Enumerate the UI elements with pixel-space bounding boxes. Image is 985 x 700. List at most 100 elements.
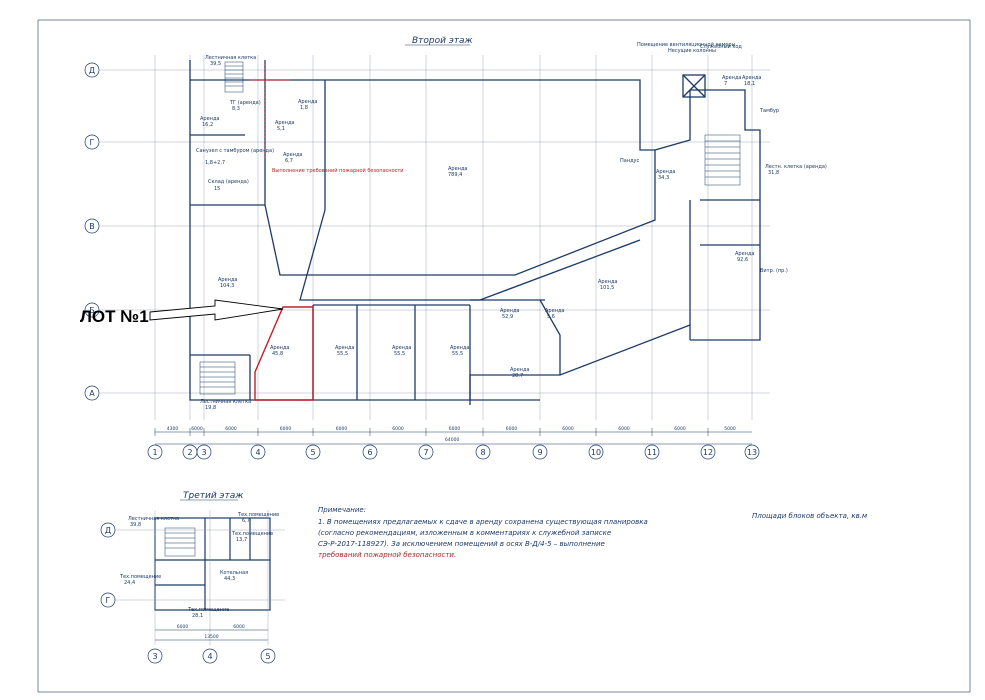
room-area: 19,8 — [205, 405, 216, 411]
svg-text:Тамбур: Тамбур — [759, 108, 779, 114]
room-label: Тех.помещение — [119, 574, 161, 580]
room-area: 5,6 — [547, 314, 555, 320]
axis-bubble-Г — [84, 134, 100, 150]
axis-label-5: 5 — [265, 652, 270, 661]
room-label: Лестничная клетка — [205, 55, 256, 61]
room-label: Аренда — [275, 120, 294, 126]
axis-bubble-4 — [202, 648, 218, 664]
room-area: 28,7 — [512, 373, 523, 379]
room-label: Лестничная клетка — [128, 516, 179, 522]
room-label: Аренда — [500, 308, 519, 314]
room-label: Аренда — [545, 308, 564, 314]
note-line-1: 1. В помещениях предлагаемых к сдаче в а… — [318, 518, 648, 526]
room-area: 44,3 — [224, 576, 235, 582]
room-label: Аренда — [218, 277, 237, 283]
note-heading: Примечание: — [318, 506, 366, 514]
axis-bubble-5 — [305, 444, 321, 460]
room-area: 6,7 — [285, 158, 293, 164]
third-floor-walls — [154, 517, 271, 611]
axis-bubble-Д — [84, 62, 100, 78]
axis-label-9: 9 — [537, 448, 542, 457]
axis-bubble-5 — [260, 648, 276, 664]
third-floor-staircase — [164, 527, 196, 557]
room-label: Котельная — [220, 570, 248, 576]
room-label: Лестн. клетка (аренда) — [765, 164, 827, 170]
third-floor-axis-markers-vertical: 3 4 5 — [147, 510, 276, 664]
lot-1-label[interactable]: ЛОТ №1 — [80, 307, 149, 326]
svg-text:Помещение вентиляционной камер: Помещение вентиляционной камеры — [637, 41, 736, 48]
axis-bubble-12 — [700, 444, 716, 460]
room-area: 7 — [724, 81, 727, 87]
axis-label-В: В — [89, 222, 95, 231]
dimension-value: 6000 — [177, 624, 189, 630]
room-area: 31,8 — [768, 170, 779, 176]
dimension-value: 6000 — [336, 426, 348, 432]
axis-label-8: 8 — [480, 448, 485, 457]
fire-safety-note: Выполнение требований пожарной безопасно… — [272, 167, 404, 174]
axis-bubble-Г — [100, 592, 116, 608]
axis-label-11: 11 — [647, 448, 657, 457]
axis-bubble-11 — [644, 444, 660, 460]
axis-bubble-1 — [147, 444, 163, 460]
room-label: Тех.помещение — [237, 512, 279, 518]
dimension-value: 6000 — [618, 426, 630, 432]
room-area: 1,8+2,7 — [205, 160, 225, 166]
second-floor-title: Второй этаж — [412, 36, 474, 46]
axis-label-1: 1 — [152, 448, 157, 457]
room-area: 5,1 — [277, 126, 285, 132]
room-area: 24,4 — [124, 580, 135, 586]
room-label: Аренда — [722, 75, 741, 81]
room-area: 52,9 — [502, 314, 513, 320]
axis-label-3: 3 — [152, 652, 157, 661]
room-area: 39,8 — [130, 522, 141, 528]
axis-bubble-3 — [196, 444, 212, 460]
room-label: Аренда — [656, 169, 675, 175]
room-area: 1,8 — [300, 105, 308, 111]
third-floor-axis-markers-horizontal: ДГ — [100, 522, 285, 608]
axis-label-Д: Д — [89, 66, 95, 75]
svg-text:Пандус: Пандус — [620, 158, 640, 164]
lot-1-boundary[interactable] — [254, 306, 314, 401]
dimension-value: 13500 — [204, 634, 218, 640]
room-area: 55,5 — [394, 351, 405, 357]
total-dimension: 64000 — [445, 437, 459, 443]
dimension-value: 6000 — [191, 426, 203, 432]
room-area: 28,1 — [192, 613, 203, 619]
staircase-lower-left — [199, 361, 236, 395]
axis-bubble-6 — [362, 444, 378, 460]
room-area: 34,3 — [658, 175, 669, 181]
room-area: 6,7 — [242, 518, 250, 524]
room-label: Аренда — [392, 345, 411, 351]
second-floor-room-labels: Лестничная клетка 39,5 ТГ (аренда) 8,3 А… — [196, 55, 827, 411]
room-label: Аренда — [283, 152, 302, 158]
axis-label-4: 4 — [255, 448, 260, 457]
room-area: 16,2 — [202, 122, 213, 128]
svg-text:Витр. (пр.): Витр. (пр.) — [760, 268, 788, 274]
room-label: Аренда — [335, 345, 354, 351]
dimension-value: 6000 — [506, 426, 518, 432]
room-label: Аренда — [298, 99, 317, 105]
staircase-right — [704, 134, 741, 186]
dimension-value: 6000 — [562, 426, 574, 432]
note-line-4: требований пожарной безопасности. — [318, 551, 456, 559]
svg-text:Служебный ход: Служебный ход — [700, 43, 742, 50]
room-label: Тех.помещение — [231, 531, 273, 537]
third-floor-room-labels: Лестничная клетка 39,8 Тех.помещение 6,7… — [119, 512, 279, 619]
axis-label-6: 6 — [367, 448, 372, 457]
room-area: 18,1 — [744, 81, 755, 87]
dimension-value: 6000 — [280, 426, 292, 432]
note-line-3a: СЭ-Р-2017-118927). За исключением помеще… — [318, 540, 605, 548]
dimension-value: 4300 — [167, 426, 179, 432]
axis-label-4: 4 — [207, 652, 212, 661]
room-area: 39,5 — [210, 61, 221, 67]
lot-1-callout[interactable]: ЛОТ №1 — [80, 299, 284, 326]
room-label: Аренда — [510, 367, 529, 373]
room-label: Аренда — [450, 345, 469, 351]
dimension-value: 5000 — [724, 426, 736, 432]
room-area: 15 — [214, 186, 220, 192]
room-area: 789,4 — [448, 172, 462, 178]
